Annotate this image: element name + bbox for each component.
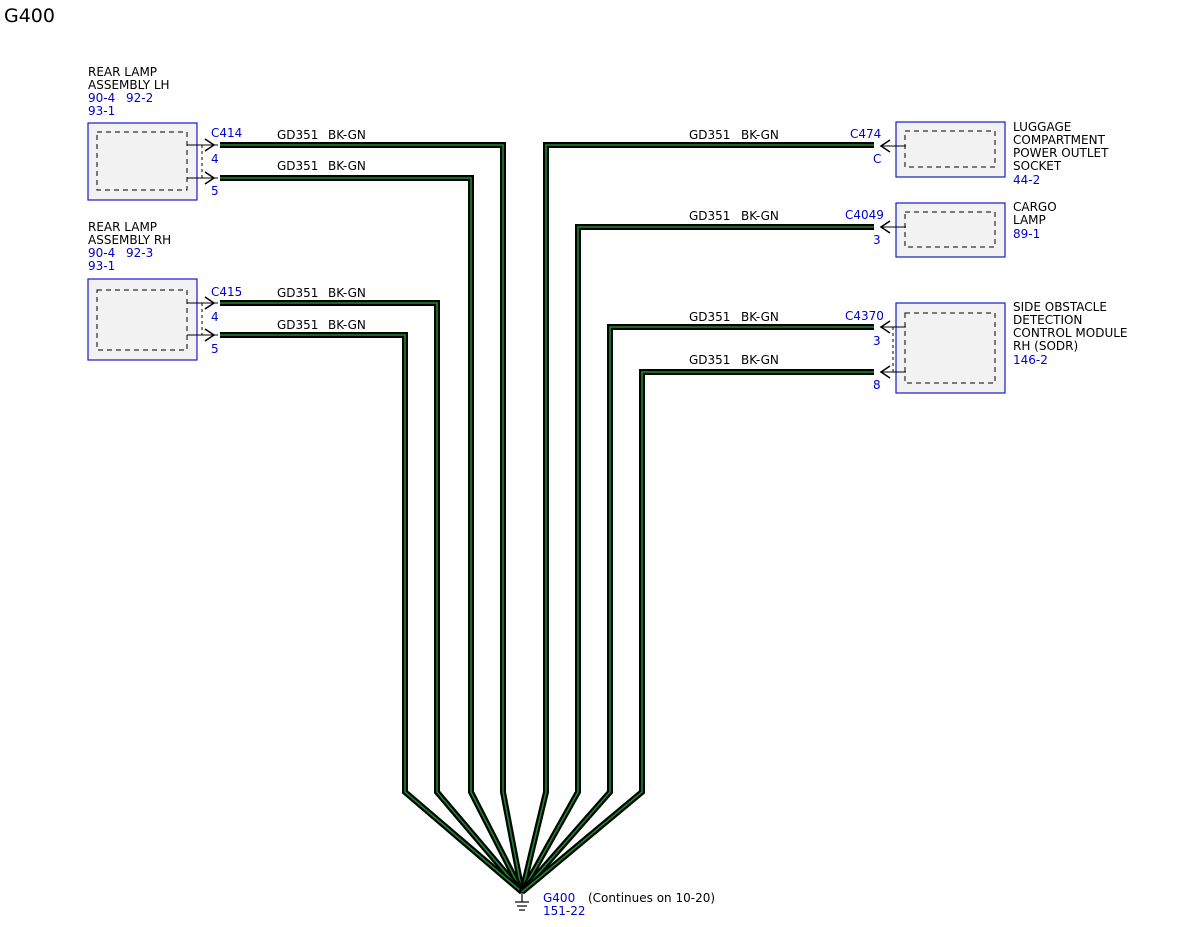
wire-4-stripe [220,334,523,893]
connector-id[interactable]: C4370 [845,309,884,323]
circuit-label: GD351 [277,159,318,173]
pin-number: 4 [211,152,219,166]
component-name: LAMP [1013,213,1046,227]
rear-lamp-assembly-lh: REAR LAMP ASSEMBLY LH 90-4 92-2 93-1 C41… [87,65,242,201]
component-box[interactable] [895,121,1006,178]
female-terminal-icon [879,365,891,379]
component-inner-outline [904,130,996,168]
wire-5[interactable] [519,142,874,893]
male-terminal-icon [204,328,216,342]
pin-number: 8 [873,378,881,392]
wire-color-label: BK-GN [328,128,366,142]
ground-g400: G400 151-22 (Continues on 10-20) [515,891,715,918]
page-ref-link[interactable]: 90-4 [88,246,115,260]
pin-number: 5 [211,342,219,356]
component-name: REAR LAMP [88,65,157,79]
ground-id[interactable]: G400 [543,891,575,905]
circuit-label: GD351 [277,286,318,300]
wire-2[interactable] [220,175,525,894]
page-title: G400 [4,5,55,27]
component-name: ASSEMBLY RH [88,233,171,247]
wire-color-label: BK-GN [741,209,779,223]
component-name: ASSEMBLY LH [88,78,170,92]
component-name: SOCKET [1013,159,1062,173]
circuit-label: GD351 [689,209,730,223]
wire-color-label: BK-GN [328,318,366,332]
page-ref-link[interactable]: 93-1 [88,259,115,273]
continuation-note: (Continues on 10-20) [588,891,715,905]
component-inner-outline [96,131,188,191]
component-inner-outline [96,289,188,351]
pin-number: 5 [211,184,219,198]
male-terminal-icon [204,138,216,152]
connector-id[interactable]: C415 [211,285,242,299]
circuit-label: GD351 [277,318,318,332]
male-terminal-icon [204,171,216,185]
pin-number: 3 [873,334,881,348]
wire-8[interactable] [520,369,874,895]
rear-lamp-assembly-rh: REAR LAMP ASSEMBLY RH 90-4 92-3 93-1 C41… [87,220,242,361]
component-box[interactable] [895,202,1006,258]
wire-color-label: BK-GN [328,159,366,173]
wire-5-stripe [521,144,874,893]
component-name: POWER OUTLET [1013,146,1109,160]
component-name: RH (SODR) [1013,339,1078,353]
component-name: LUGGAGE [1013,120,1071,134]
component-name: SIDE OBSTACLE [1013,300,1107,314]
component-inner-outline [904,312,996,384]
wire-color-label: BK-GN [328,286,366,300]
component-name: CARGO [1013,200,1057,214]
wire-7[interactable] [519,324,874,894]
wire-7-stripe [521,326,874,893]
wire-2-stripe [220,177,523,893]
wire-color-label: BK-GN [741,353,779,367]
page-ref-link[interactable]: 89-1 [1013,227,1040,241]
wire-6-stripe [521,226,874,893]
wire-labels: GD351 BK-GN GD351 BK-GN GD351 BK-GN GD35… [277,128,779,367]
page-ref-link[interactable]: 92-2 [126,91,153,105]
ground-icon[interactable] [515,901,529,911]
page-ref-link[interactable]: 44-2 [1013,173,1040,187]
component-inner-outline [904,211,996,248]
luggage-compartment-power-outlet-socket: C474 C LUGGAGE COMPARTMENT POWER OUTLET … [850,120,1109,187]
component-box[interactable] [87,278,198,361]
page-ref-link[interactable]: 151-22 [543,904,586,918]
wire-3-stripe [220,302,523,893]
male-terminal-icon [204,296,216,310]
female-terminal-icon [879,220,891,234]
connector-id[interactable]: C4049 [845,208,884,222]
component-name: REAR LAMP [88,220,157,234]
page-ref-link[interactable]: 92-3 [126,246,153,260]
circuit-label: GD351 [277,128,318,142]
wire-color-label: BK-GN [741,128,779,142]
wire-1[interactable] [220,142,525,893]
circuit-label: GD351 [689,310,730,324]
wire-1-stripe [220,144,523,893]
connector-id[interactable]: C474 [850,127,881,141]
wire-8-stripe [521,371,874,893]
component-name: COMPARTMENT [1013,133,1106,147]
side-obstacle-detection-module-rh: C4370 3 8 SIDE OBSTACLE DETECTION CONTRO… [845,300,1128,394]
female-terminal-icon [879,320,891,334]
component-name: DETECTION [1013,313,1082,327]
wire-harness [220,142,874,895]
wire-color-label: BK-GN [741,310,779,324]
female-terminal-icon [879,139,891,153]
page-ref-link[interactable]: 93-1 [88,104,115,118]
pin-number: C [873,152,881,166]
page-ref-link[interactable]: 90-4 [88,91,115,105]
cargo-lamp: C4049 3 CARGO LAMP 89-1 [845,200,1057,258]
component-name: CONTROL MODULE [1013,326,1128,340]
page-ref-link[interactable]: 146-2 [1013,353,1048,367]
pin-number: 3 [873,233,881,247]
circuit-label: GD351 [689,128,730,142]
pin-number: 4 [211,310,219,324]
component-box[interactable] [87,122,198,201]
component-box[interactable] [895,302,1006,394]
circuit-label: GD351 [689,353,730,367]
connector-id[interactable]: C414 [211,126,242,140]
